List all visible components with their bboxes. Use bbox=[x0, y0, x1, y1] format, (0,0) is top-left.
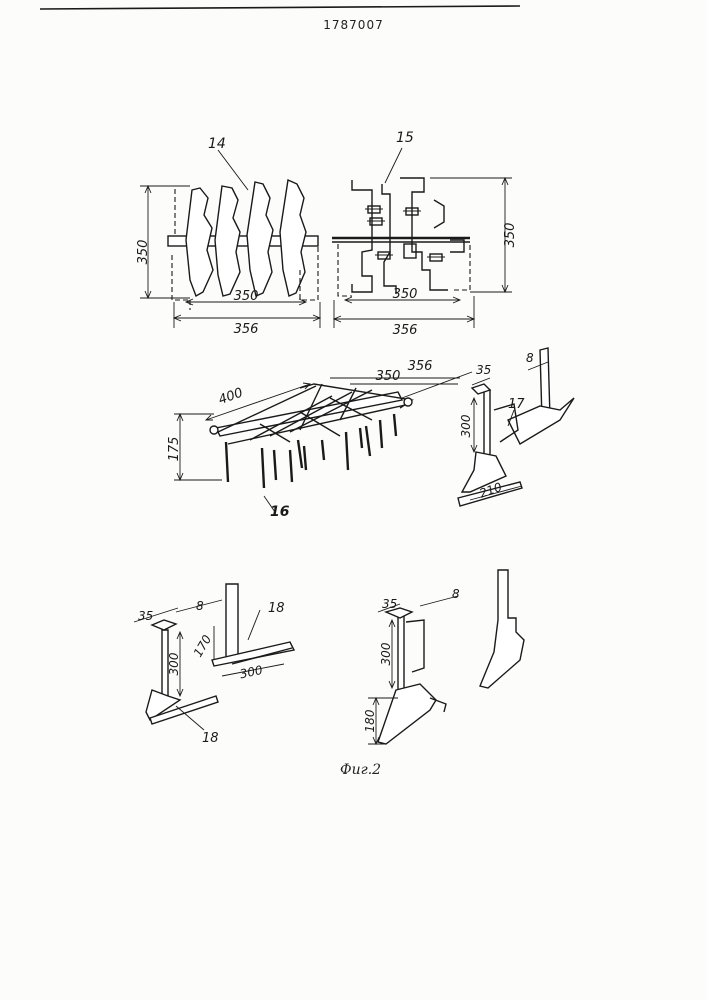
harrow-frame-height-dim: 175 bbox=[167, 437, 182, 462]
plough-bottom-left-share-height-dim: 170 bbox=[191, 632, 215, 659]
tooth-rotor-label: 15 bbox=[396, 130, 414, 146]
plough-bottom-left-label-bottom: 18 bbox=[202, 731, 219, 746]
plough-top-height-dim: 300 bbox=[459, 414, 473, 437]
rotor-bolt bbox=[365, 206, 383, 213]
disc-harrow-height-dim: 350 bbox=[136, 240, 151, 265]
plough-bottom-left-blade-width-dim: 35 bbox=[138, 609, 153, 623]
rotor-bolt bbox=[427, 254, 445, 261]
disc-harrow-width-outer-dim: 356 bbox=[234, 322, 259, 337]
harrow-disc bbox=[215, 186, 240, 296]
tooth-rotor-height-dim: 350 bbox=[503, 223, 518, 248]
tooth-rotor-drawing bbox=[332, 148, 512, 328]
harrow-disc bbox=[280, 180, 306, 296]
rotor-bolt bbox=[375, 252, 393, 259]
harrow-frame-label: 16 bbox=[270, 504, 290, 520]
disc-harrow-width-inner-dim: 350 bbox=[234, 289, 259, 304]
plough-bottom-left-label-top: 18 bbox=[268, 601, 285, 616]
harrow-disc bbox=[186, 188, 213, 296]
harrow-disc bbox=[247, 182, 273, 296]
harrow-frame-span-outer-dim: 356 bbox=[408, 359, 433, 374]
plough-bottom-right-share-height-dim: 180 bbox=[363, 709, 377, 732]
plough-top-thickness-dim: 8 bbox=[526, 351, 534, 365]
disc-harrow-drawing bbox=[140, 150, 320, 328]
tooth-rotor-width-outer-dim: 356 bbox=[393, 323, 418, 338]
disc-harrow-label: 14 bbox=[208, 136, 226, 152]
plough-top-blade-width-dim: 35 bbox=[476, 363, 491, 377]
plough-top-label: 17 bbox=[508, 397, 525, 412]
plough-bottom-left-height-dim: 300 bbox=[167, 652, 181, 675]
plough-bottom-right-thickness-dim: 8 bbox=[452, 587, 460, 601]
top-rule-line bbox=[40, 6, 520, 9]
tooth-rotor-width-inner-dim: 350 bbox=[393, 287, 418, 302]
plough-bottom-left-share-length-dim: 300 bbox=[239, 663, 265, 682]
plough-bottom-left-thickness-dim: 8 bbox=[196, 599, 204, 613]
harrow-frame-span-inner-dim: 350 bbox=[376, 369, 401, 384]
plough-bottom-right-blade-width-dim: 35 bbox=[382, 597, 397, 611]
rotor-bolt bbox=[367, 218, 385, 225]
harrow-frame-length-dim: 400 bbox=[217, 385, 245, 408]
figure-caption: Фиг.2 bbox=[340, 762, 381, 778]
plough-bottom-right-height-dim: 300 bbox=[379, 642, 393, 665]
